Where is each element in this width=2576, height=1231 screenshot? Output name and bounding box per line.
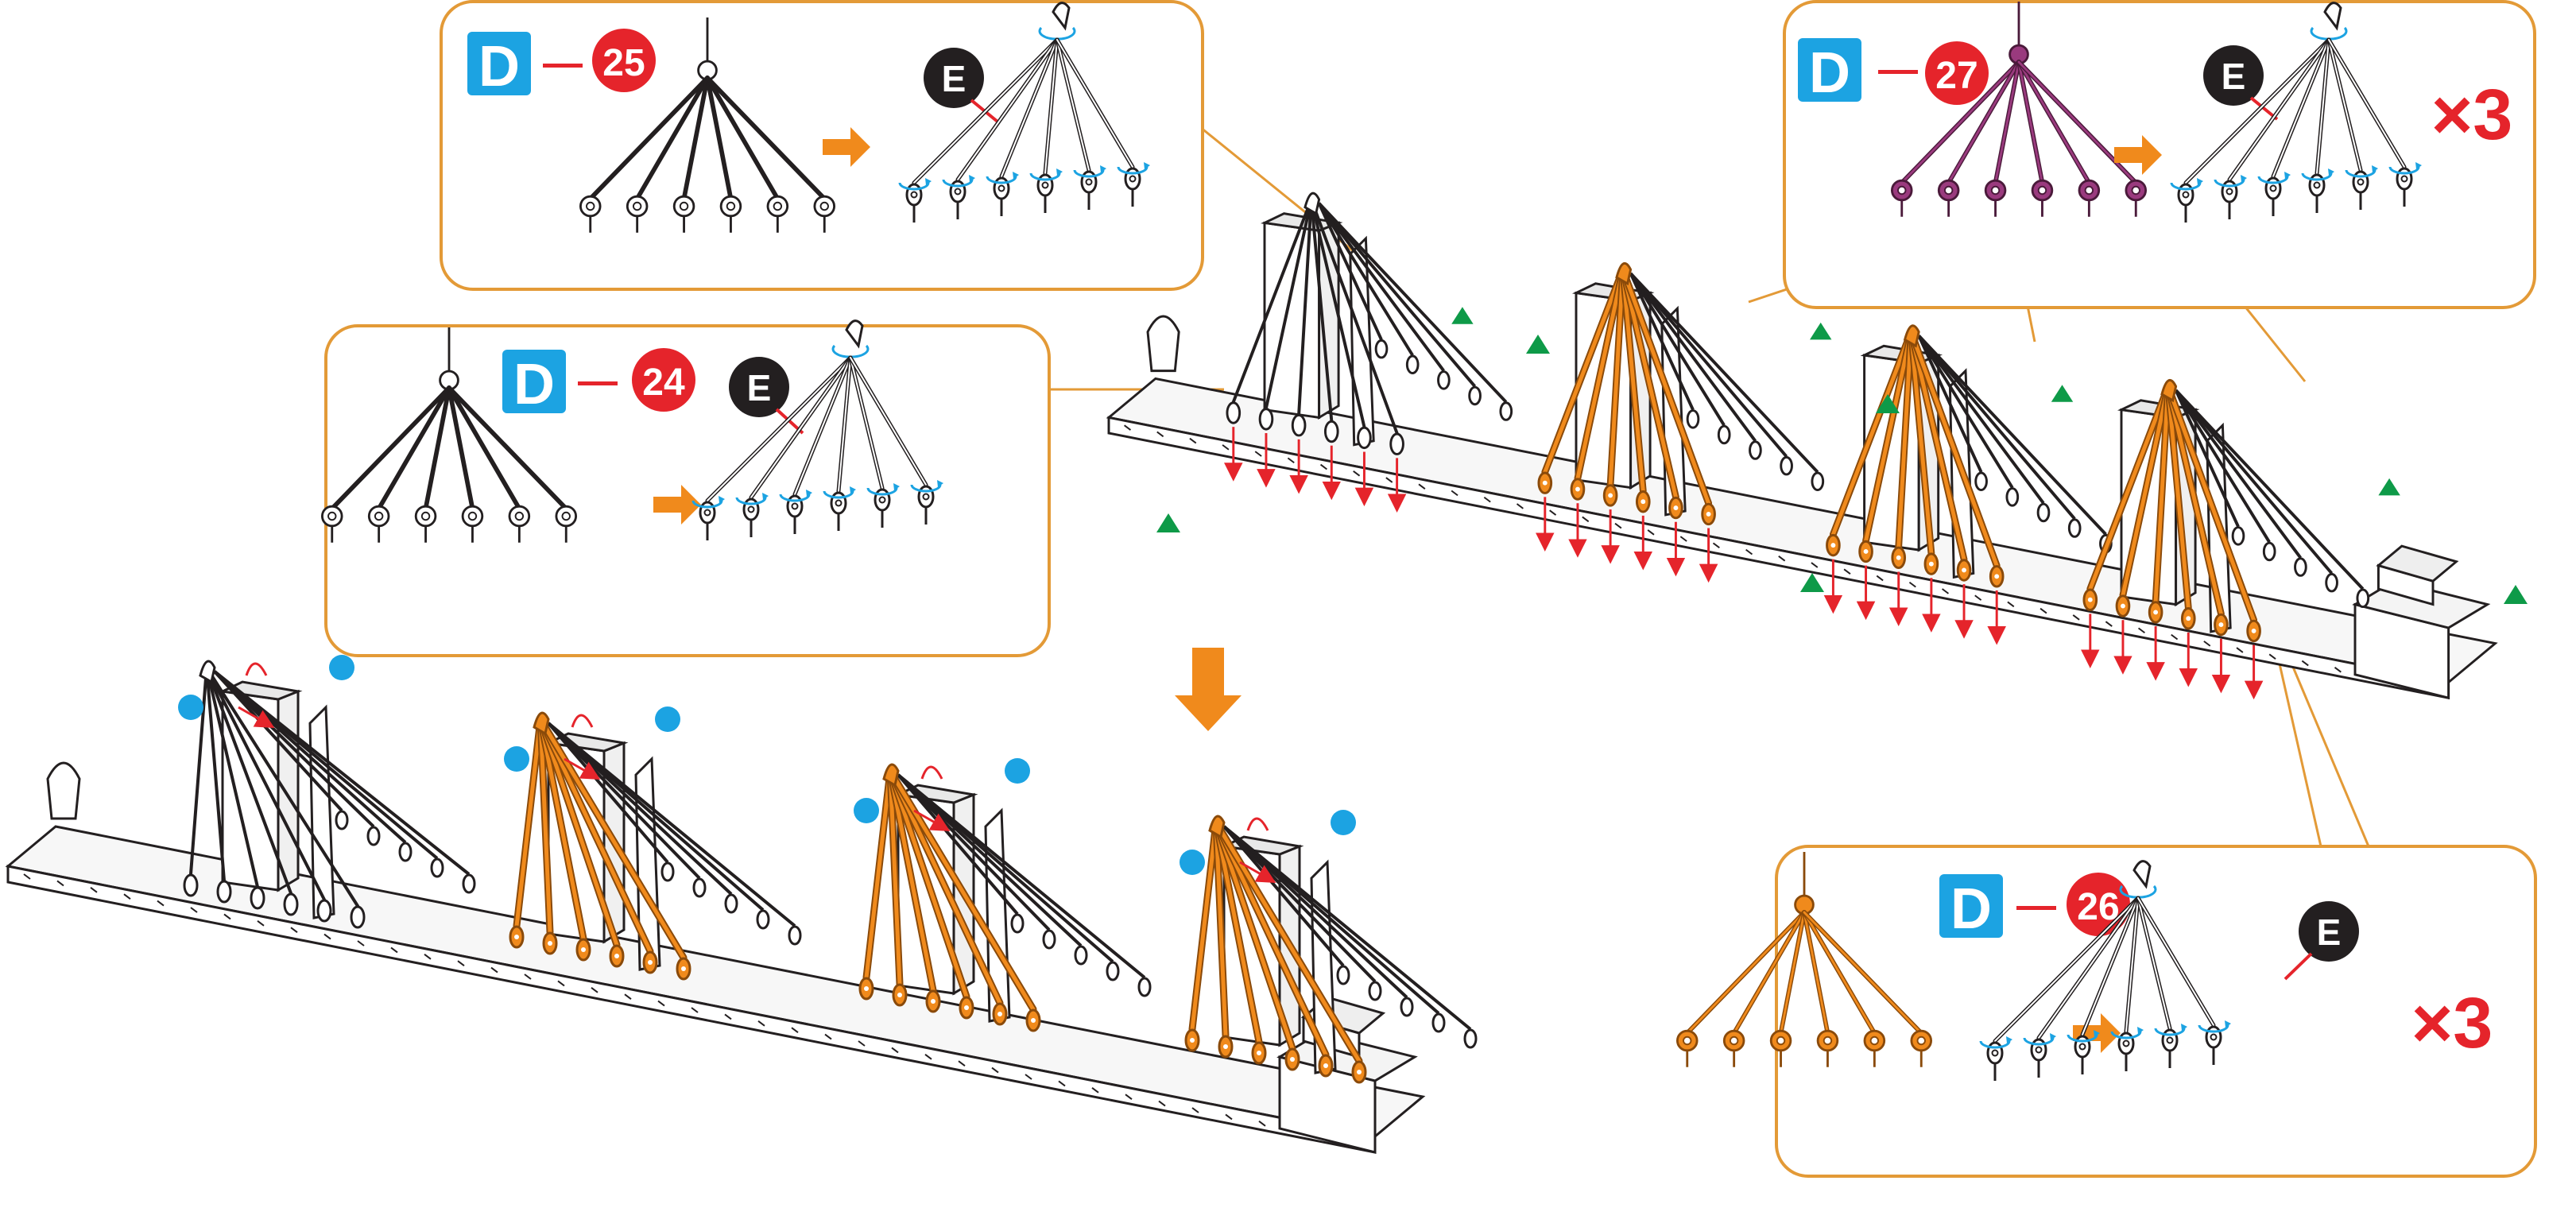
tower-with-straps	[1224, 192, 1513, 513]
part-letter: D	[478, 35, 520, 99]
strap-part-unassembled	[1675, 851, 1933, 1067]
tower-with-straps	[1536, 261, 1832, 583]
green-triangle-marker	[2504, 585, 2528, 604]
quantity-multiplier: ×3	[2431, 75, 2513, 155]
label-dash: —	[1878, 47, 1918, 91]
green-triangle-marker	[1800, 573, 1824, 592]
blue-dot-marker	[1005, 758, 1030, 784]
strap-part-unassembled	[1890, 1, 2148, 217]
green-triangle-marker	[2051, 385, 2074, 402]
model-assembly-before	[1106, 192, 2528, 700]
tower-with-straps	[178, 655, 476, 929]
label-dash: —	[578, 358, 618, 403]
tool-letter: E	[2222, 56, 2246, 97]
part-label-d27: D — 27	[1798, 38, 1989, 105]
blue-dot-marker	[854, 798, 879, 823]
green-triangle-marker	[1876, 394, 1900, 413]
strap-part-assembled	[898, 2, 1150, 223]
part-letter: D	[513, 353, 555, 416]
strap-part-assembled	[2170, 2, 2422, 223]
blue-dot-marker	[504, 746, 529, 772]
tower-with-straps	[854, 758, 1152, 1032]
label-dash: —	[543, 41, 583, 85]
right-arrow-icon	[823, 127, 870, 167]
green-triangle-marker	[1451, 307, 1474, 324]
quantity-multiplier: ×3	[2411, 984, 2493, 1063]
green-triangle-marker	[2378, 478, 2400, 496]
green-triangle-marker	[1526, 335, 1550, 354]
part-letter: D	[1950, 877, 1992, 941]
model-base	[1106, 315, 2498, 700]
right-arrow-icon	[2114, 135, 2162, 175]
blue-dot-marker	[329, 655, 354, 680]
green-triangle-marker	[1156, 513, 1180, 532]
label-dash: —	[2016, 883, 2056, 927]
tool-badge-e: E	[2284, 901, 2359, 981]
right-arrow-icon	[653, 485, 701, 525]
blue-dot-marker	[1180, 850, 1205, 875]
callout-part-d26: D — 26 E ×3	[1675, 845, 2537, 1178]
callout-part-d27: D — 27 E ×3	[1783, 0, 2536, 309]
strap-part-assembled	[1979, 860, 2231, 1081]
part-number: 25	[602, 42, 645, 84]
part-label-d26: D — 26	[1939, 873, 2130, 941]
strap-part-assembled	[691, 319, 943, 540]
part-letter: D	[1809, 41, 1850, 105]
tool-badge-e: E	[924, 48, 999, 123]
strap-part-unassembled	[579, 17, 836, 233]
tool-letter: E	[747, 367, 772, 408]
blue-dot-marker	[655, 706, 680, 732]
blue-dot-marker	[178, 695, 203, 720]
tower-with-straps	[1823, 324, 2113, 645]
tool-letter: E	[942, 58, 966, 99]
strap-part-unassembled	[320, 327, 578, 543]
part-number: 27	[1935, 55, 1978, 97]
part-label-d25: D — 25	[467, 29, 656, 99]
tool-letter: E	[2317, 912, 2342, 953]
blue-dot-marker	[1331, 810, 1356, 835]
tower-with-straps	[2081, 378, 2400, 700]
tower-with-straps	[1180, 810, 1478, 1084]
model-assembly-after	[5, 655, 1478, 1154]
model-base	[5, 761, 1426, 1154]
part-number: 24	[642, 362, 685, 404]
tower-with-straps	[504, 706, 802, 981]
callout-part-d24: D — 24 E	[320, 319, 1051, 657]
green-triangle-marker	[1810, 322, 1832, 340]
callout-part-d25: D — 25 E	[440, 0, 1204, 291]
down-arrow-icon	[1175, 648, 1242, 731]
